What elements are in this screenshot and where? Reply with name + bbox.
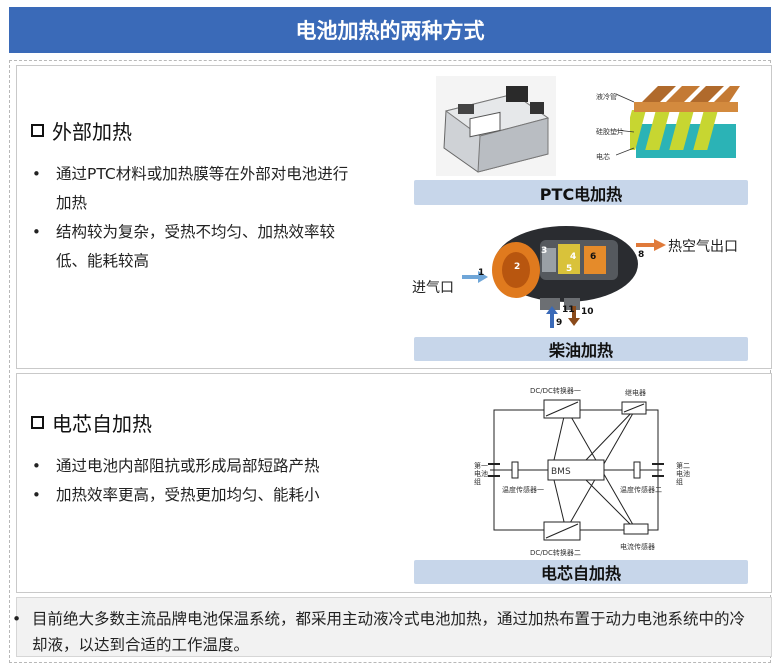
diesel-number: 6 — [590, 252, 597, 262]
bullet-item: 通过电池内部阻抗或形成局部短路产热 — [30, 452, 370, 481]
square-bullet-icon — [31, 124, 44, 137]
relay-label: 继电器 — [625, 389, 646, 397]
outlet-arrow-icon — [636, 239, 666, 251]
diesel-caption: 柴油加热 — [414, 337, 748, 361]
outlet-label: 热空气出口 — [668, 239, 738, 255]
label-liquid-pipe: 液冷管 — [596, 93, 617, 101]
external-heating-bullets: 通过PTC材料或加热膜等在外部对电池进行加热 结构较为复杂，受热不均匀、加热效率… — [30, 160, 350, 276]
self-heating-caption: 电芯自加热 — [414, 560, 748, 584]
temp2-label: 温度传感器二 — [620, 486, 662, 494]
summary-panel — [16, 597, 772, 657]
dcdc1-label: DC/DC转换器一 — [530, 387, 581, 395]
diesel-number: 9 — [556, 318, 563, 328]
self-heating-bullets: 通过电池内部阻抗或形成局部短路产热 加热效率更高，受热更加均匀、能耗小 — [30, 452, 370, 510]
summary-content: 目前绝大多数主流品牌电池保温系统，都采用主动液冷式电池加热，通过加热布置于动力电… — [32, 610, 746, 654]
inlet-label: 进气口 — [412, 280, 454, 296]
bms-label: BMS — [551, 467, 571, 477]
ptc-heater-photo — [436, 76, 556, 176]
heading-text: 电芯自加热 — [52, 412, 152, 436]
battery2-label: 第二电池组 — [676, 462, 690, 486]
self-heating-heading: 电芯自加热 — [31, 408, 152, 437]
inlet-arrow-icon — [462, 271, 488, 283]
diesel-number: 8 — [638, 250, 645, 260]
temp1-label: 温度传感器一 — [502, 486, 544, 494]
diesel-heater-diagram — [492, 226, 638, 328]
ptc-leader-lines — [616, 93, 635, 156]
diesel-number: 11 — [562, 305, 575, 315]
bullet-item: 通过PTC材料或加热膜等在外部对电池进行加热 — [30, 160, 350, 218]
bullet-item: 加热效率更高，受热更加均匀、能耗小 — [30, 481, 370, 510]
bullet-item: 结构较为复杂，受热不均匀、加热效率较低、能耗较高 — [30, 218, 350, 276]
bullet-dot: • — [12, 610, 22, 628]
battery1-label: 第一电池组 — [474, 462, 488, 486]
dcdc2-label: DC/DC转换器二 — [530, 549, 581, 557]
square-bullet-icon — [31, 416, 44, 429]
ptc-caption: PTC电加热 — [414, 180, 748, 205]
page-title: 电池加热的两种方式 — [9, 7, 771, 53]
label-silicone-pad: 硅胶垫片 — [596, 128, 624, 136]
current-sensor-label: 电流传感器 — [620, 543, 655, 551]
diesel-number: 1 — [478, 268, 485, 278]
diesel-number: 4 — [570, 252, 577, 262]
diesel-number: 10 — [581, 307, 594, 317]
self-heating-circuit-diagram — [488, 399, 664, 541]
heading-text: 外部加热 — [52, 120, 132, 144]
label-cell: 电芯 — [596, 153, 610, 161]
external-heating-heading: 外部加热 — [31, 116, 132, 145]
diesel-number: 2 — [514, 262, 521, 272]
diesel-number: 5 — [566, 264, 573, 274]
diesel-number: 3 — [541, 246, 548, 256]
summary-text: • 目前绝大多数主流品牌电池保温系统，都采用主动液冷式电池加热，通过加热布置于动… — [12, 606, 752, 658]
ptc-pad-diagram — [630, 86, 740, 158]
